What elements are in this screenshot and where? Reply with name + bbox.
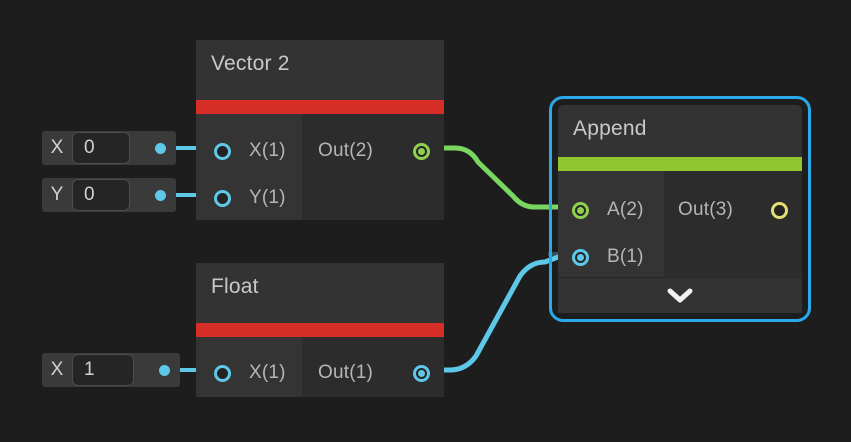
node-append-input-row-b[interactable]: B(1) — [572, 246, 644, 268]
port-float-out[interactable] — [413, 364, 430, 382]
node-vector2-input-row-x[interactable]: X(1) — [214, 140, 286, 162]
port-append-out[interactable] — [771, 201, 788, 219]
node-float-title: Float — [211, 275, 259, 298]
node-vector2-output-column — [302, 114, 444, 220]
node-vector2[interactable]: Vector 2 X(1) Y(1) Out(2) — [196, 40, 444, 220]
widget-vector2-x-connector[interactable] — [155, 142, 166, 154]
node-float-accent-bar — [196, 323, 444, 337]
node-vector2-accent-bar — [196, 100, 444, 114]
widget-vector2-y-label: Y — [50, 184, 64, 205]
node-append-footer-divider — [558, 277, 802, 278]
port-append-in-a-label: A(2) — [607, 199, 644, 220]
node-vector2-input-row-y[interactable]: Y(1) — [214, 187, 286, 209]
port-vector2-out[interactable] — [413, 142, 430, 160]
widget-vector2-y[interactable]: Y 0 — [42, 178, 176, 212]
port-append-out-label: Out(3) — [678, 199, 734, 220]
node-append-accent-bar — [558, 157, 802, 171]
port-float-in-x[interactable] — [214, 364, 231, 382]
node-append-footer-expander[interactable] — [558, 278, 802, 313]
port-vector2-in-y[interactable] — [214, 189, 231, 207]
widget-vector2-y-connector[interactable] — [155, 189, 166, 201]
node-append-input-row-a[interactable]: A(2) — [572, 199, 644, 221]
port-vector2-out-label: Out(2) — [318, 140, 374, 161]
port-vector2-in-x-label: X(1) — [249, 140, 286, 161]
node-append-title: Append — [573, 117, 647, 140]
node-vector2-title: Vector 2 — [211, 52, 290, 75]
port-append-in-b[interactable] — [572, 248, 589, 266]
port-vector2-in-x[interactable] — [214, 142, 231, 160]
node-append[interactable]: Append A(2) B(1) Out(3) — [558, 105, 802, 313]
node-vector2-body — [196, 114, 444, 220]
widget-float-x-label: X — [50, 359, 64, 380]
widget-vector2-x-input[interactable]: 0 — [72, 132, 130, 164]
port-vector2-in-y-label: Y(1) — [249, 187, 286, 208]
widget-float-x[interactable]: X 1 — [42, 353, 180, 387]
widget-vector2-x[interactable]: X 0 — [42, 131, 176, 165]
widget-vector2-x-label: X — [50, 137, 64, 158]
node-append-output-row[interactable]: Out(3) — [678, 199, 788, 221]
node-float-input-row-x[interactable]: X(1) — [214, 362, 286, 384]
port-float-out-label: Out(1) — [318, 362, 374, 383]
node-float-input-column — [196, 337, 302, 397]
node-float[interactable]: Float X(1) Out(1) — [196, 263, 444, 397]
node-vector2-input-column — [196, 114, 302, 220]
node-append-output-column — [664, 171, 802, 277]
widget-vector2-y-input[interactable]: 0 — [72, 179, 130, 211]
port-append-in-b-label: B(1) — [607, 246, 644, 267]
port-float-in-x-label: X(1) — [249, 362, 286, 383]
chevron-down-icon — [667, 288, 693, 302]
port-append-in-a[interactable] — [572, 201, 589, 219]
widget-float-x-input[interactable]: 1 — [72, 354, 134, 386]
node-vector2-output-row[interactable]: Out(2) — [318, 140, 430, 162]
node-float-output-row[interactable]: Out(1) — [318, 362, 430, 384]
widget-float-x-connector[interactable] — [159, 364, 170, 376]
